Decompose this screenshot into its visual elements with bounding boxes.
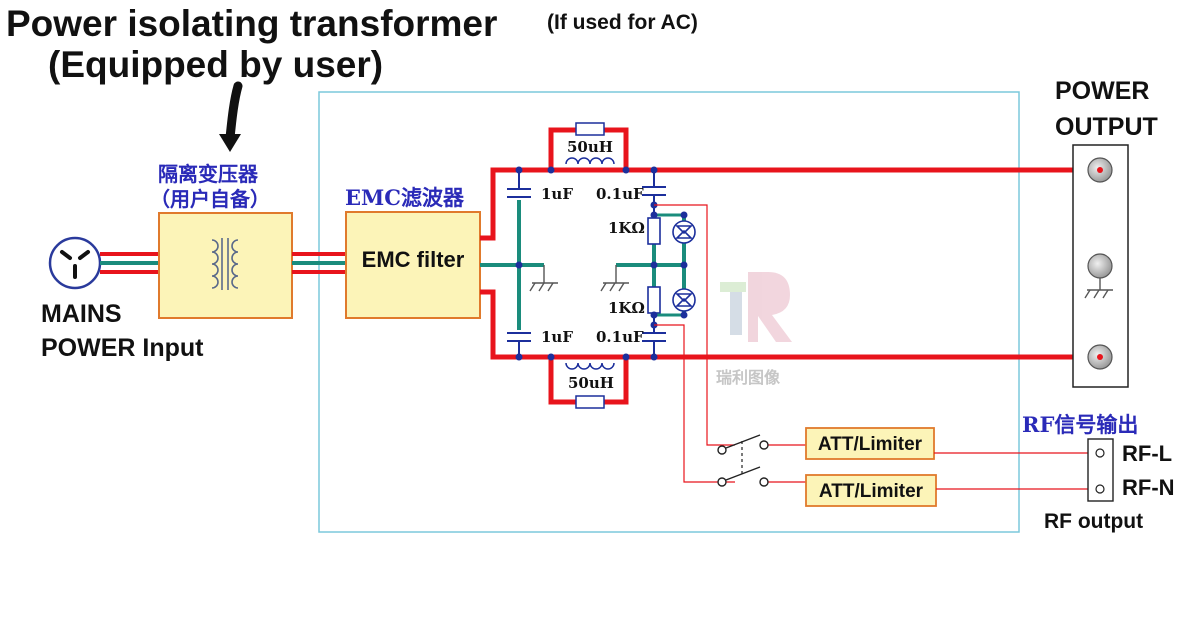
terminal-l-dot <box>1097 167 1103 173</box>
resistor-top-label: 1KΩ <box>608 219 645 237</box>
mains-label-line2: POWER Input <box>41 334 204 362</box>
input-wires <box>100 252 160 274</box>
rf-l-label: RF-L <box>1122 441 1172 466</box>
rf-n-label: RF-N <box>1122 475 1175 500</box>
rf-output-cn-label: RF信号输出 <box>1022 412 1138 437</box>
att-limiter-label-bottom: ATT/Limiter <box>819 481 924 502</box>
att-limiter-label-top: ATT/Limiter <box>818 434 923 455</box>
inductor-top-label: 50uH <box>567 138 613 156</box>
emc-filter-box <box>345 211 481 319</box>
watermark-text: 瑞利图像 <box>716 368 781 387</box>
heading-subtitle: (Equipped by user) <box>48 44 383 85</box>
rf-output-wires <box>934 452 1100 490</box>
resistor-bottom-label: 1KΩ <box>608 299 645 317</box>
power-output-label-line1: POWER <box>1055 77 1149 105</box>
filter-enclosure-frame <box>318 91 1020 533</box>
inductor-bottom-label: 50uH <box>568 374 614 392</box>
capacitor-01uf-bottom-label: 0.1uF <box>596 328 644 346</box>
capacitor-01uf-top-label: 0.1uF <box>596 185 644 203</box>
inductor-bottom <box>565 362 615 409</box>
capacitor-01uf-bottom <box>642 315 666 357</box>
junction-dots <box>515 166 688 361</box>
switch-top-icon <box>717 434 769 455</box>
capacitor-1uf-top <box>507 170 531 198</box>
capacitor-1uf-top-label: 1uF <box>541 185 573 203</box>
pointer-arrow-icon <box>219 81 243 152</box>
isolation-transformer-box <box>158 212 293 319</box>
ground-icon-right <box>600 265 629 292</box>
watermark-logo <box>720 272 792 342</box>
mains-socket-icon <box>48 236 102 290</box>
terminal-ground-icon <box>1084 253 1113 299</box>
heading-note: (If used for AC) <box>547 11 698 34</box>
emc-cn-label: EMC滤波器 <box>345 185 465 210</box>
rf-sampling-wires <box>654 204 806 483</box>
transformer-output-wires <box>292 252 346 274</box>
ground-icon-left <box>529 265 558 292</box>
resistor-bottom <box>647 286 661 314</box>
transformer-cn-label-line1: 隔离变压器 <box>158 162 259 186</box>
gas-tube-top-icon <box>654 213 696 244</box>
transformer-cn-label-line2: （用户自备） <box>150 187 270 211</box>
emc-filter-label: EMC filter <box>362 247 465 272</box>
rf-l-terminal <box>1095 448 1105 458</box>
att-limiter-box-top <box>805 427 935 460</box>
capacitor-1uf-bottom <box>507 332 531 357</box>
power-output-label-line2: OUTPUT <box>1055 113 1158 141</box>
capacitor-1uf-bottom-label: 1uF <box>541 328 573 346</box>
heading-title: Power isolating transformer <box>6 3 497 44</box>
switch-bottom-icon <box>717 466 769 487</box>
resistor-top <box>647 217 661 245</box>
att-limiter-box-bottom <box>805 474 937 507</box>
rf-n-terminal <box>1095 484 1105 494</box>
gas-tube-bottom-icon <box>654 288 696 317</box>
inductor-top <box>565 122 615 165</box>
terminal-n-dot <box>1097 354 1103 360</box>
mains-label-line1: MAINS <box>41 300 122 328</box>
transformer-coil-icon <box>211 238 239 290</box>
rf-output-label: RF output <box>1044 510 1143 533</box>
